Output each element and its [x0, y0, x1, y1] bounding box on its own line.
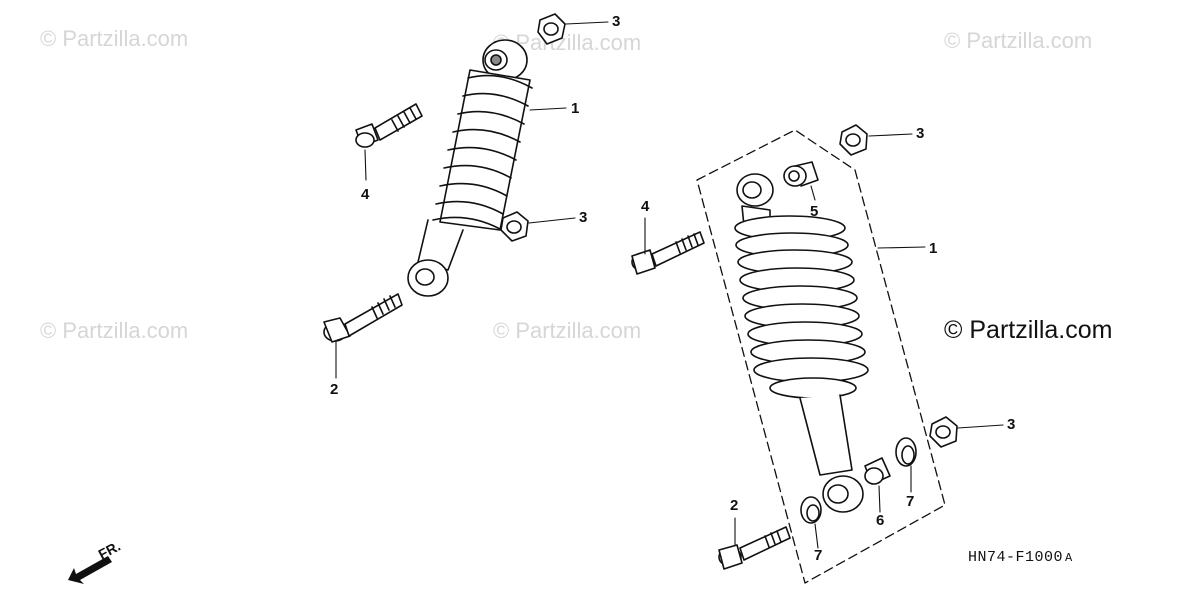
- bolt-4-left: [355, 103, 423, 148]
- callout-3: 3: [612, 13, 621, 30]
- watermark: © Partzilla.com: [40, 26, 189, 51]
- front-direction-arrow: [68, 556, 112, 584]
- nut-3-top: [537, 13, 566, 45]
- bolt-4-right: [631, 231, 705, 275]
- nut-3-right-top: [839, 124, 868, 156]
- watermark: © Partzilla.com: [493, 318, 642, 343]
- diagram-code-suffix: A: [1065, 551, 1073, 565]
- callout-6: 6: [876, 512, 885, 529]
- bolt-2-left: [323, 293, 403, 343]
- callout-3: 3: [579, 209, 588, 226]
- callout-3: 3: [916, 125, 925, 142]
- seal-7-bottom: [800, 496, 822, 524]
- left-shock-absorber: [407, 39, 533, 297]
- nut-3-left: [500, 211, 529, 242]
- callout-2: 2: [330, 381, 339, 398]
- callout-1: 1: [929, 240, 938, 257]
- nut-3-right-bottom: [929, 416, 958, 448]
- callout-4: 4: [361, 186, 370, 203]
- bushing-5: [783, 161, 819, 187]
- watermark-main: © Partzilla.com: [944, 316, 1113, 344]
- watermark: © Partzilla.com: [944, 28, 1093, 53]
- bolt-2-right: [718, 526, 791, 570]
- callout-4: 4: [641, 198, 650, 215]
- seal-7-right: [895, 437, 917, 467]
- callout-1: 1: [571, 100, 580, 117]
- callout-7: 7: [906, 493, 915, 510]
- callout-3: 3: [1007, 416, 1016, 433]
- callout-5: 5: [810, 203, 819, 220]
- callout-7: 7: [814, 547, 823, 564]
- right-shock-absorber: [734, 173, 869, 513]
- diagram-code-main: HN74-F1000: [968, 549, 1064, 566]
- callout-2: 2: [730, 497, 739, 514]
- watermark: © Partzilla.com: [40, 318, 189, 343]
- collar-6: [864, 457, 891, 485]
